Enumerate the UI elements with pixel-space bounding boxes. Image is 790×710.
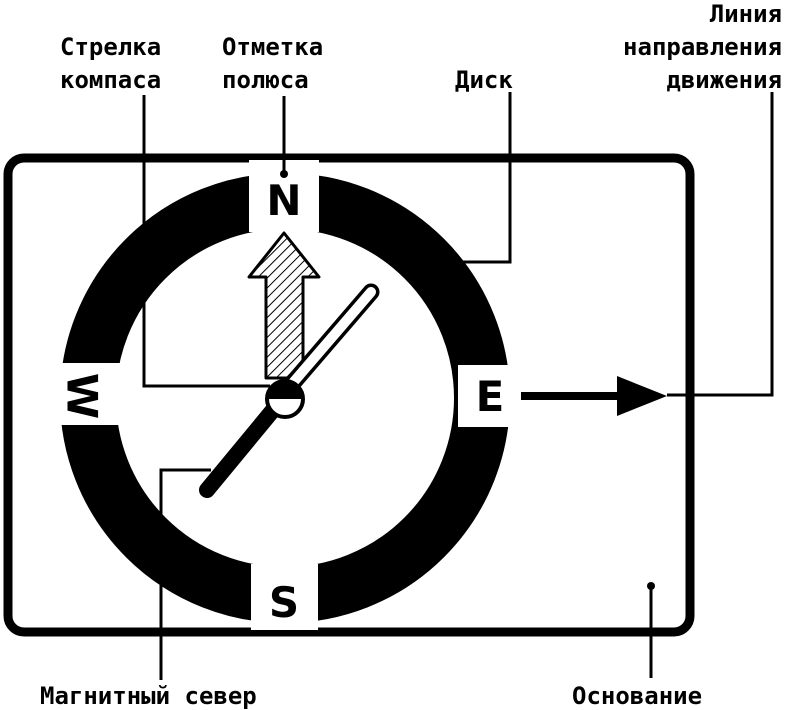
- needle-leader-line: [142, 95, 270, 388]
- direction-arrow-head: [617, 376, 667, 416]
- east-letter: E: [476, 372, 505, 421]
- direction-label-line3: движения: [666, 66, 782, 94]
- base-leader-dot: [647, 582, 655, 590]
- south-letter: S: [269, 578, 299, 627]
- direction-label-line2: направления: [623, 33, 782, 61]
- pole-mark-label-line2: полюса: [222, 66, 309, 94]
- orienting-arrow: [247, 231, 321, 380]
- south-gap: [251, 564, 318, 630]
- needle-south-half: [199, 390, 291, 498]
- disk-leader-line: [460, 92, 512, 264]
- west-gap: [51, 363, 123, 425]
- pole-mark-label-line1: Отметка: [222, 33, 323, 61]
- pole-mark-leader-dot: [280, 170, 288, 178]
- east-gap: [458, 365, 518, 427]
- magnetic-north-leader-line: [159, 468, 211, 680]
- needle-pivot-dot: [281, 384, 289, 392]
- needle-north-half: [280, 287, 376, 397]
- magnetic-north-label: Магнитный север: [40, 682, 257, 710]
- direction-leader-line: [667, 92, 774, 397]
- west-letter: W: [58, 373, 107, 419]
- needle-label-line2: компаса: [60, 66, 161, 94]
- needle-label-line1: Стрелка: [60, 33, 161, 61]
- north-letter: N: [266, 176, 301, 225]
- base-label: Основание: [572, 682, 702, 710]
- disk-label: Диск: [455, 66, 513, 94]
- direction-label-line1: Линия: [710, 0, 782, 28]
